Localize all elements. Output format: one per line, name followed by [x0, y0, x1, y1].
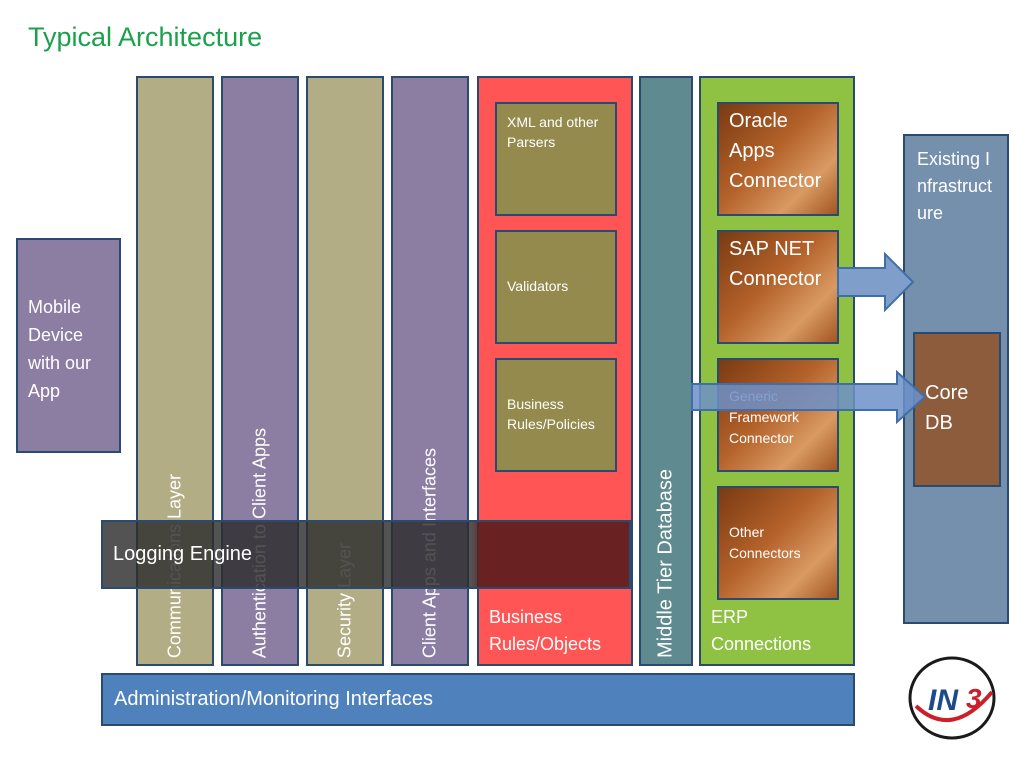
erp-item-generic-label: Generic Framework Connector — [729, 388, 800, 446]
admin-monitoring-bar: Administration/Monitoring Interfaces — [101, 673, 855, 726]
business-item-parsers-label: XML and other Parsers — [507, 114, 599, 151]
business-rules-label: Business Rules/Objects — [489, 607, 602, 654]
erp-label: ERP Connections — [711, 607, 812, 654]
erp-item-sap-label: SAP NET Connector — [729, 238, 822, 290]
admin-monitoring-label: Administration/Monitoring Interfaces — [114, 688, 434, 710]
business-item-parsers: XML and other Parsers — [495, 102, 617, 216]
logging-engine-bar: Logging Engine — [101, 520, 631, 589]
existing-infrastructure-panel: Existing Infrastructure Core DB — [903, 134, 1009, 624]
logging-engine-label: Logging Engine — [113, 543, 253, 565]
slide-title: Typical Architecture — [28, 22, 263, 52]
erp-item-other: Other Connectors — [717, 486, 839, 600]
erp-item-generic: Generic Framework Connector — [717, 358, 839, 472]
svg-text:IN: IN — [928, 684, 959, 717]
business-item-validators-label: Validators — [507, 278, 569, 294]
mobile-device-label: Mobile Device with our App — [28, 297, 92, 401]
erp-panel: Oracle Apps Connector SAP NET Connector … — [699, 76, 855, 666]
existing-infrastructure-label: Existing Infrastructure — [917, 149, 993, 223]
erp-item-oracle: Oracle Apps Connector — [717, 102, 839, 216]
svg-text:3: 3 — [966, 683, 982, 714]
erp-item-sap: SAP NET Connector — [717, 230, 839, 344]
business-item-policies: Business Rules/Policies — [495, 358, 617, 472]
business-item-validators: Validators — [495, 230, 617, 344]
core-db-box: Core DB — [913, 332, 1001, 487]
middle-tier-database: Middle Tier Database — [639, 76, 693, 666]
core-db-label: Core DB — [925, 382, 969, 434]
in3-logo: IN 3 — [908, 656, 996, 740]
erp-item-oracle-label: Oracle Apps Connector — [729, 110, 822, 192]
erp-item-other-label: Other Connectors — [729, 524, 801, 561]
business-item-policies-label: Business Rules/Policies — [507, 396, 595, 433]
mobile-device-box: Mobile Device with our App — [16, 238, 121, 453]
middle-tier-database-label: Middle Tier Database — [654, 469, 677, 658]
